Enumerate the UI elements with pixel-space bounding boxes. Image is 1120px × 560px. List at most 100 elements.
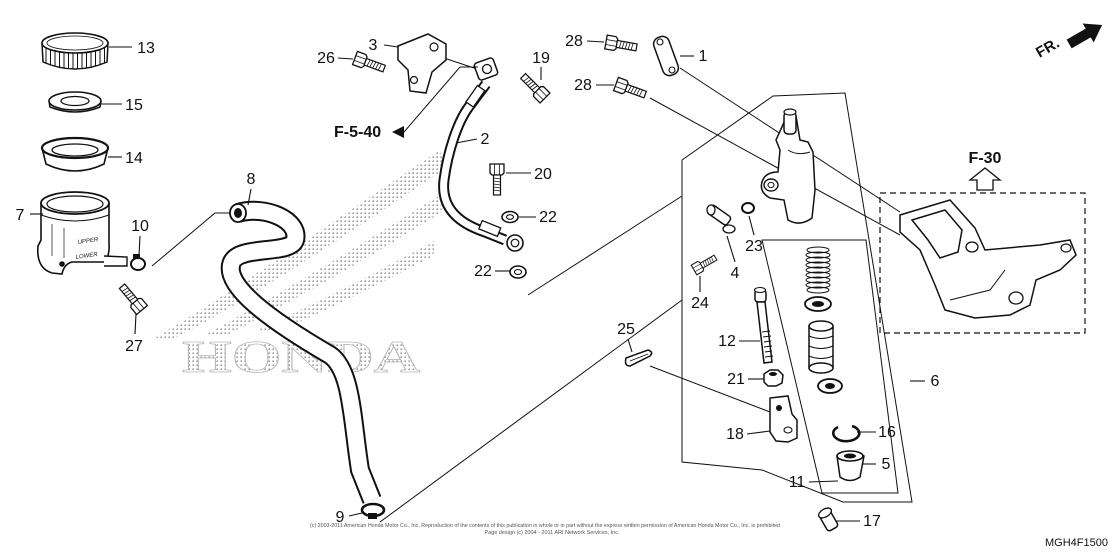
banjo-bolt-top [517, 70, 551, 104]
callout-20[interactable]: 20 [534, 166, 552, 183]
leader-line-27 [134, 313, 137, 335]
callout-15[interactable]: 15 [125, 97, 143, 114]
copyright-line-1: (c) 2003-2011 American Honda Motor Co., … [310, 523, 780, 529]
leader-line-10 [138, 235, 141, 257]
front-direction-label: FR. [1033, 35, 1062, 62]
leader-line-4 [726, 235, 736, 263]
assembly-line [151, 212, 232, 267]
primary-cup [804, 296, 832, 312]
callout-8[interactable]: 8 [247, 171, 256, 188]
leader-line-23 [748, 215, 755, 236]
hose-reference: F-5-40 [334, 66, 478, 141]
brake-hose [438, 57, 524, 252]
assembly-line [527, 195, 683, 296]
assembly-lines [151, 49, 1086, 523]
o-ring [741, 202, 755, 214]
banjo-bolt [489, 163, 505, 196]
front-direction-indicator: FR. [1033, 23, 1103, 62]
leader-line-28 [586, 40, 605, 43]
callout-2[interactable]: 2 [481, 131, 490, 148]
wing-logo-band [258, 240, 436, 332]
piston [808, 320, 834, 374]
callout-11[interactable]: 11 [789, 474, 806, 491]
master-cylinder-body [760, 108, 816, 224]
assembly-line [379, 299, 683, 523]
leader-line-2 [455, 138, 478, 144]
callouts: 13 15 14 7 10 27 8 9 3 26 19 28 1 28 2 2… [16, 33, 940, 530]
reference-line [403, 66, 478, 133]
boot [836, 450, 865, 482]
callout-5[interactable]: 5 [882, 456, 891, 473]
callout-10[interactable]: 10 [131, 218, 149, 235]
bracket-reference: F-30 [968, 150, 1002, 191]
leader-line-18 [746, 430, 771, 435]
callout-1[interactable]: 1 [699, 48, 708, 65]
callout-25[interactable]: 25 [617, 321, 635, 338]
callout-24[interactable]: 24 [691, 295, 709, 312]
leader-line-8 [247, 188, 252, 206]
callout-7[interactable]: 7 [16, 207, 25, 224]
leader-line-26 [337, 57, 354, 60]
sealing-washer [501, 210, 519, 224]
leader-line-11 [808, 480, 839, 483]
leader-line-25 [627, 338, 633, 353]
push-rod-clevis [769, 395, 798, 443]
master-cylinder-assembly-frame [681, 92, 913, 503]
cylinder-mounting-bolt [612, 76, 649, 102]
callout-4[interactable]: 4 [731, 265, 740, 282]
hose-clip [130, 254, 146, 271]
internal-parts-frame [761, 239, 899, 494]
callout-26[interactable]: 26 [317, 50, 335, 67]
hose-reference-label[interactable]: F-5-40 [334, 124, 381, 141]
callout-18[interactable]: 18 [726, 426, 744, 443]
footpeg-bracket [899, 199, 1077, 319]
callout-27[interactable]: 27 [125, 338, 143, 355]
clevis-pin [817, 507, 839, 532]
reservoir-hose-joint [706, 204, 736, 234]
front-arrow-icon [1066, 23, 1103, 49]
copyright-line-2: Page design (c) 2004 - 2011 ARI Network … [485, 530, 620, 536]
callout-13[interactable]: 13 [137, 40, 155, 57]
up-arrow-icon [968, 167, 1002, 191]
hose-clamp [360, 502, 386, 519]
reservoir-lower-mark: LOWER [75, 252, 98, 261]
reservoir-hose [220, 200, 382, 504]
return-spring [805, 246, 831, 294]
cylinder-mounting-bolt [604, 34, 639, 55]
reservoir-mounting-bolt [116, 281, 149, 316]
callout-22-lower[interactable]: 22 [474, 263, 492, 280]
watermark-text: HONDA [182, 331, 420, 382]
circlip [831, 424, 861, 443]
bracket-bolt [351, 50, 388, 76]
diagram-code: MGH4F1500 [1045, 537, 1108, 549]
leader-line-3 [383, 44, 399, 48]
callout-28[interactable]: 28 [574, 77, 592, 94]
secondary-cup [817, 378, 843, 394]
callout-9[interactable]: 9 [336, 509, 345, 526]
brake-fluid-reservoir: UPPER LOWER [36, 191, 128, 275]
reservoir-cap [41, 32, 109, 70]
leader-lines [30, 40, 925, 522]
joint-screw [690, 252, 719, 276]
sealing-washer [509, 265, 527, 279]
callout-28-top[interactable]: 28 [565, 33, 583, 50]
bracket-reference-label[interactable]: F-30 [969, 150, 1002, 167]
callout-17[interactable]: 17 [863, 513, 881, 530]
diaphragm [40, 136, 110, 172]
callout-14[interactable]: 14 [125, 150, 143, 167]
callout-23[interactable]: 23 [745, 238, 763, 255]
diaphragm-plate [48, 91, 102, 113]
push-rod [753, 286, 774, 364]
callout-12[interactable]: 12 [718, 333, 736, 350]
hose-bracket [397, 33, 447, 94]
callout-19[interactable]: 19 [532, 50, 550, 67]
leader-line-9 [348, 512, 363, 517]
callout-6[interactable]: 6 [931, 373, 940, 390]
lock-nut [763, 369, 784, 387]
callout-3[interactable]: 3 [369, 37, 378, 54]
callout-16[interactable]: 16 [878, 424, 896, 441]
callout-21[interactable]: 21 [727, 371, 745, 388]
callout-22-upper[interactable]: 22 [539, 209, 557, 226]
